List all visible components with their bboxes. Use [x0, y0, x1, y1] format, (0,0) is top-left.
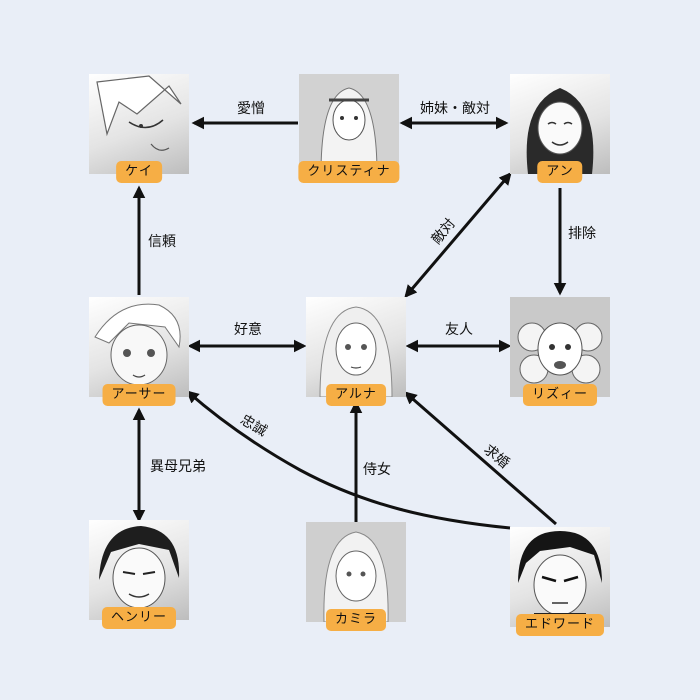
node-henry[interactable]: ヘンリー	[89, 520, 189, 645]
camilla-name: カミラ	[325, 609, 387, 631]
node-aluna[interactable]: アルナ	[306, 297, 406, 422]
anne-name: アン	[537, 161, 583, 183]
henry-portrait	[89, 520, 189, 620]
edward-portrait	[510, 527, 610, 627]
aluna-portrait	[306, 297, 406, 397]
arthur-name: アーサー	[102, 384, 176, 406]
label-maid: 侍女	[363, 462, 391, 478]
label-friend: 友人	[445, 322, 473, 338]
node-arthur[interactable]: アーサー	[89, 297, 189, 422]
henry-name: ヘンリー	[101, 607, 177, 629]
node-christina[interactable]: クリスティナ	[298, 74, 400, 199]
node-edward[interactable]: エドワード	[510, 527, 610, 652]
kay-name: ケイ	[116, 161, 162, 183]
edge-anne-aluna	[404, 172, 512, 298]
label-sisters-enemies: 姉妹・敵対	[420, 101, 490, 117]
christina-portrait	[299, 74, 399, 174]
label-love-hate: 愛憎	[237, 101, 265, 117]
kay-portrait	[89, 74, 189, 174]
christina-name: クリスティナ	[298, 161, 400, 183]
edge-edward-arthur	[186, 390, 511, 530]
label-exclusion: 排除	[568, 226, 596, 242]
node-camilla[interactable]: カミラ	[306, 522, 406, 647]
label-half-brothers: 異母兄弟	[150, 459, 206, 475]
aluna-name: アルナ	[326, 384, 386, 406]
edward-name: エドワード	[515, 614, 605, 636]
lizzie-name: リズィー	[522, 384, 598, 406]
node-kay[interactable]: ケイ	[89, 74, 189, 199]
anne-portrait	[510, 74, 610, 174]
arthur-portrait	[89, 297, 189, 397]
node-lizzie[interactable]: リズィー	[510, 297, 610, 422]
edge-edward-aluna	[404, 391, 557, 526]
lizzie-portrait	[510, 297, 610, 397]
label-affection: 好意	[234, 322, 262, 338]
node-anne[interactable]: アン	[510, 74, 610, 199]
camilla-portrait	[306, 522, 406, 622]
label-trust: 信頼	[148, 234, 176, 250]
